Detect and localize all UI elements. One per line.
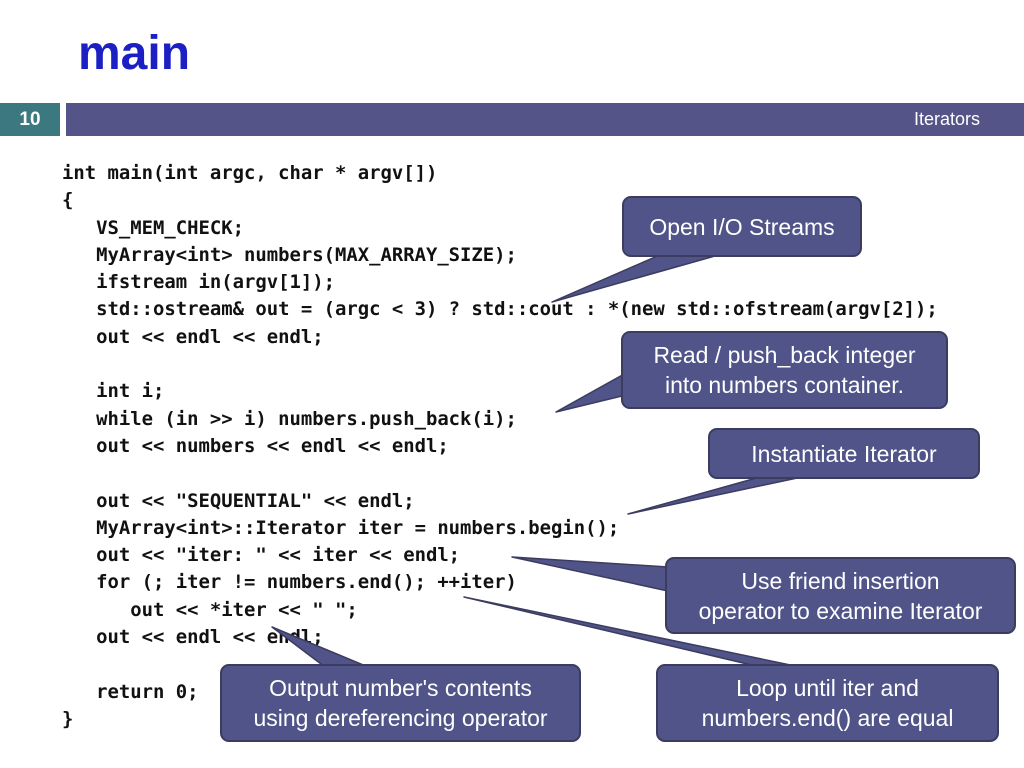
callout-line: Read / push_back integer [653, 342, 916, 368]
code-line: { [62, 189, 74, 212]
callout-text: Loop until iter and numbers.end() are equ… [702, 673, 954, 733]
callout-friend-insertion: Use friend insertion operator to examine … [665, 557, 1016, 634]
callout-line: Use friend insertion [741, 567, 940, 594]
callout-text: Read / push_back integer into numbers con… [653, 340, 915, 400]
callout-line: Instantiate Iterator [751, 440, 937, 467]
code-block: int main(int argc, char * argv[]) { VS_ME… [62, 160, 938, 733]
code-line: MyArray<int>::Iterator iter = numbers.be… [62, 516, 620, 539]
callout-text: Output number's contents using dereferenc… [253, 673, 547, 733]
code-line: VS_MEM_CHECK; [62, 216, 244, 239]
callout-loop-until-equal: Loop until iter and numbers.end() are equ… [656, 664, 999, 742]
code-line: for (; iter != numbers.end(); ++iter) [62, 571, 517, 594]
code-line: ifstream in(argv[1]); [62, 271, 335, 294]
slide-number-badge: 10 [0, 103, 60, 136]
code-line: out << *iter << " "; [62, 598, 358, 621]
code-line: MyArray<int> numbers(MAX_ARRAY_SIZE); [62, 243, 517, 266]
code-line: out << "iter: " << iter << endl; [62, 544, 461, 567]
code-line: out << endl << endl; [62, 325, 324, 348]
code-line: return 0; [62, 680, 199, 703]
callout-line: Loop until iter and [736, 675, 919, 701]
code-line: while (in >> i) numbers.push_back(i); [62, 407, 517, 430]
callout-instantiate-iterator: Instantiate Iterator [708, 428, 980, 479]
callout-text: Instantiate Iterator [751, 439, 936, 469]
code-line: int main(int argc, char * argv[]) [62, 162, 438, 184]
code-line: std::ostream& out = (argc < 3) ? std::co… [62, 298, 938, 321]
callout-line: operator to examine Iterator [698, 597, 983, 624]
callout-text: Open I/O Streams [649, 212, 834, 242]
callout-line: into numbers container. [664, 372, 905, 398]
callout-read-push-back: Read / push_back integer into numbers con… [621, 331, 948, 409]
callout-line: Output number's contents [269, 675, 532, 701]
slide-number: 10 [19, 108, 41, 130]
section-label: Iterators [913, 109, 980, 129]
callout-line: numbers.end() are equal [701, 705, 954, 731]
header-band [66, 103, 1024, 136]
callout-text: Use friend insertion operator to examine … [699, 566, 983, 626]
code-line: int i; [62, 380, 165, 403]
callout-line: Open I/O Streams [649, 213, 835, 240]
callout-open-io-streams: Open I/O Streams [622, 196, 862, 257]
callout-output-contents: Output number's contents using dereferenc… [220, 664, 581, 742]
callout-line: using dereferencing operator [253, 705, 548, 731]
code-line: out << numbers << endl << endl; [62, 434, 449, 457]
code-line: out << "SEQUENTIAL" << endl; [62, 489, 415, 512]
slide-title: main [78, 27, 191, 80]
code-line: } [62, 707, 74, 730]
